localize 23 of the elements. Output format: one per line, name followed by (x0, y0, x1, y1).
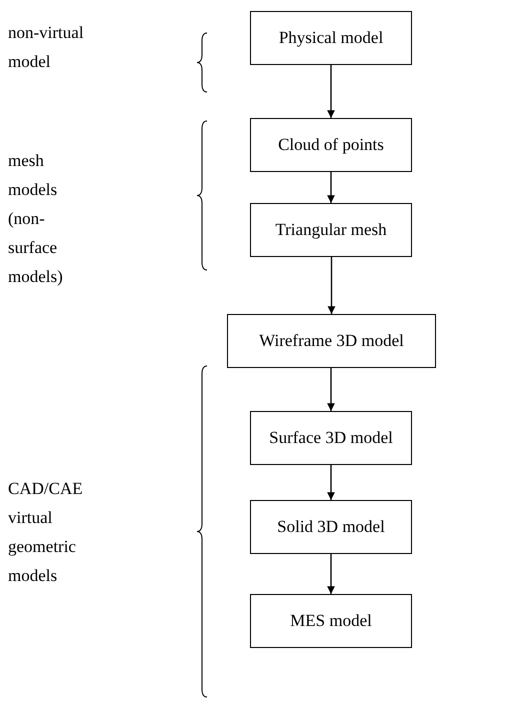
process-box (250, 11, 412, 65)
process-box (250, 203, 412, 257)
group-label: mesh models (non-surface models) (8, 150, 64, 288)
box-label: Cloud of points (278, 135, 384, 155)
arrow (327, 465, 335, 500)
box-label: Wireframe 3D model (259, 331, 404, 351)
arrow (328, 257, 336, 314)
box-label: Physical model (278, 28, 384, 48)
process-box (250, 594, 412, 648)
group-label: non-virtual model (8, 22, 85, 73)
arrow (327, 554, 335, 594)
arrow (327, 172, 335, 203)
arrow (327, 65, 335, 118)
process-box (250, 411, 412, 465)
box-label: Solid 3D model (277, 517, 385, 537)
group-label: CAD/CAE virtual geometric models (8, 478, 84, 587)
process-box (250, 500, 412, 554)
arrow (327, 368, 335, 411)
box-label: Surface 3D model (269, 428, 393, 448)
box-label: Triangular mesh (275, 220, 387, 240)
box-label: MES model (290, 611, 372, 631)
process-box (227, 314, 436, 368)
process-box (250, 118, 412, 172)
